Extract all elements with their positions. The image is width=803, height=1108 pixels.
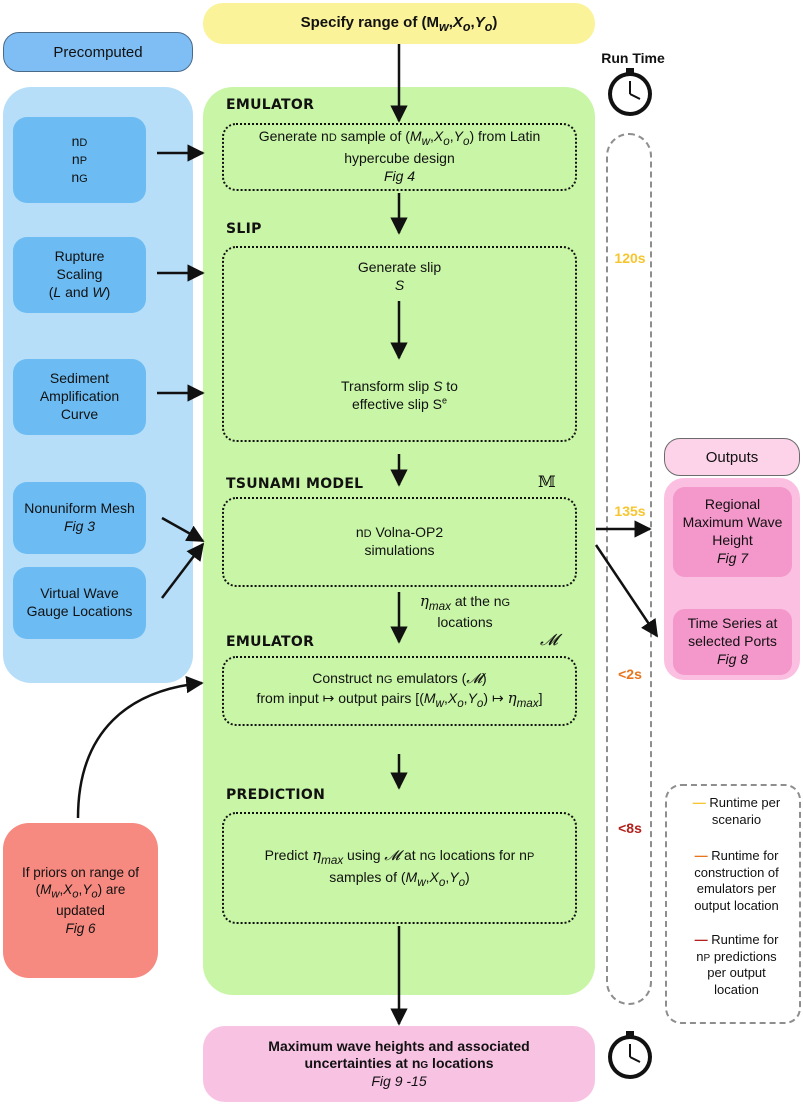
prediction-box: Predict ηmax using 𝓜 at nG locations for…	[222, 812, 577, 924]
runtime-timeline	[606, 133, 652, 1005]
time-series-box: Time Series at selected Ports Fig 8	[673, 609, 792, 675]
legend-item-construction: — Runtime for construction of emulators …	[694, 848, 779, 913]
regional-max-wave-box: Regional Maximum Wave Height Fig 7	[673, 487, 792, 577]
construct-emulators-box: Construct nG emulators (𝓜) from input ↦ …	[222, 656, 577, 726]
runtime-title: Run Time	[601, 50, 665, 66]
legend-item-predictions: — Runtime for nP predictions per output …	[694, 932, 779, 998]
eta-max-label: ηmax at the nG locations	[419, 592, 511, 631]
runtime-legend	[665, 784, 801, 1024]
rupture-scaling-box: Rupture Scaling (L and W)	[13, 237, 146, 313]
virtual-gauge-box: Virtual Wave Gauge Locations	[13, 567, 146, 639]
clock-icon-bottom	[608, 1031, 652, 1079]
slip-box	[222, 246, 577, 442]
runtime-label-135s: 135s	[614, 503, 646, 519]
clock-icon-top	[608, 68, 652, 116]
slip-title: SLIP	[226, 221, 262, 237]
priors-update-box: If priors on range of (Mw,Xo,Yo) are upd…	[3, 823, 158, 978]
emulator-title: EMULATOR	[226, 97, 315, 113]
sample-sizes-box: nD nP nG	[13, 117, 146, 203]
runtime-label-8s: <8s	[618, 820, 642, 836]
legend-item-scenario: — Runtime per scenario	[692, 795, 781, 827]
outputs-label: Outputs	[664, 438, 800, 476]
prediction-title: PREDICTION	[226, 787, 326, 803]
arrow-gauge-to-tsunami	[161, 542, 205, 599]
tsunami-model-title: TSUNAMI MODEL	[226, 476, 364, 492]
arrow-priors-to-emulator	[76, 675, 204, 819]
workflow-panel	[203, 87, 595, 995]
tsunami-model-symbol: 𝕄	[538, 472, 556, 491]
final-output-box: Maximum wave heights and associated unce…	[203, 1026, 595, 1102]
generate-slip-text: Generate slip S	[357, 259, 442, 294]
emulator-symbol: 𝓜	[540, 630, 558, 649]
transform-slip-text: Transform slip S to effective slip Se	[341, 378, 458, 413]
emulator2-title: EMULATOR	[226, 634, 315, 650]
runtime-label-2s: <2s	[618, 666, 642, 682]
precomputed-label: Precomputed	[3, 32, 193, 72]
arrow-to-timeseries-output	[594, 544, 659, 638]
specify-range-box: Specify range of (Mw,Xo,Yo)	[203, 3, 595, 44]
sediment-amplification-box: Sediment Amplification Curve	[13, 359, 146, 435]
arrow-mesh-to-tsunami	[161, 516, 205, 543]
runtime-label-120s: 120s	[614, 250, 646, 266]
volna-simulation-box: nD Volna-OP2 simulations	[222, 497, 577, 587]
latin-hypercube-box: Generate nD sample of (Mw,Xo,Yo) from La…	[222, 123, 577, 191]
nonuniform-mesh-box: Nonuniform Mesh Fig 3	[13, 482, 146, 554]
